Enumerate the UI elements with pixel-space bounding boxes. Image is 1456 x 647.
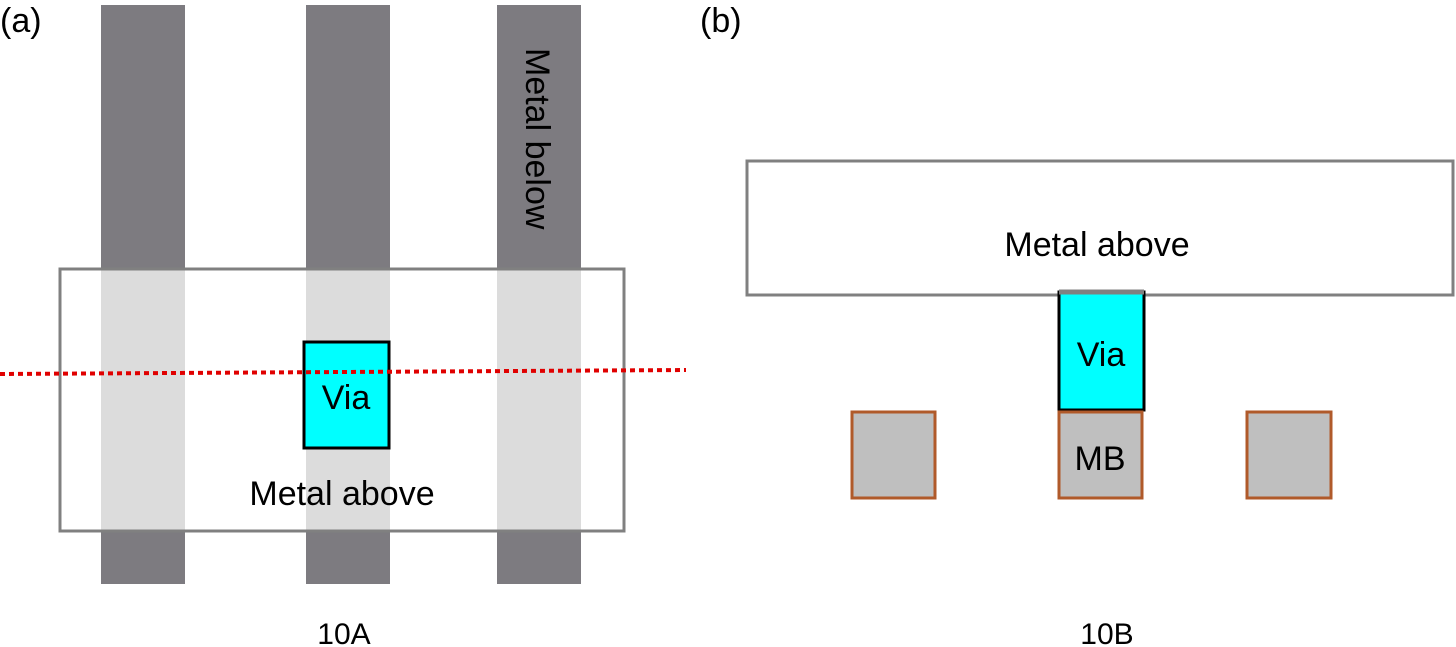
metal-below-section-left	[850, 410, 937, 500]
metal-below-section-mb	[1057, 410, 1144, 500]
metal-below-label: Metal below	[518, 48, 556, 230]
panel-a: (a) Metal below Via Metal above 10A	[0, 2, 687, 647]
metal-below-section-right	[1245, 410, 1333, 500]
metal-above-outline	[58, 267, 626, 533]
mb-label: MB	[1075, 440, 1126, 478]
caption-10b: 10B	[1080, 618, 1133, 647]
metal-above-b	[745, 159, 1455, 297]
metal-above-b-label: Metal above	[1004, 226, 1189, 264]
metal-above-a-label: Metal above	[249, 475, 434, 513]
via-b-label: Via	[1077, 336, 1126, 374]
panel-b-tag: (b)	[700, 2, 742, 40]
via-a	[302, 340, 391, 450]
panel-b: (b) Metal above Via MB 10B	[700, 2, 1455, 647]
via-a-label: Via	[322, 379, 371, 417]
overlap-region-1	[101, 269, 185, 531]
overlap-region-3	[497, 269, 581, 531]
section-line	[0, 368, 687, 376]
caption-10a: 10A	[317, 618, 370, 647]
panel-a-tag: (a)	[0, 2, 42, 40]
